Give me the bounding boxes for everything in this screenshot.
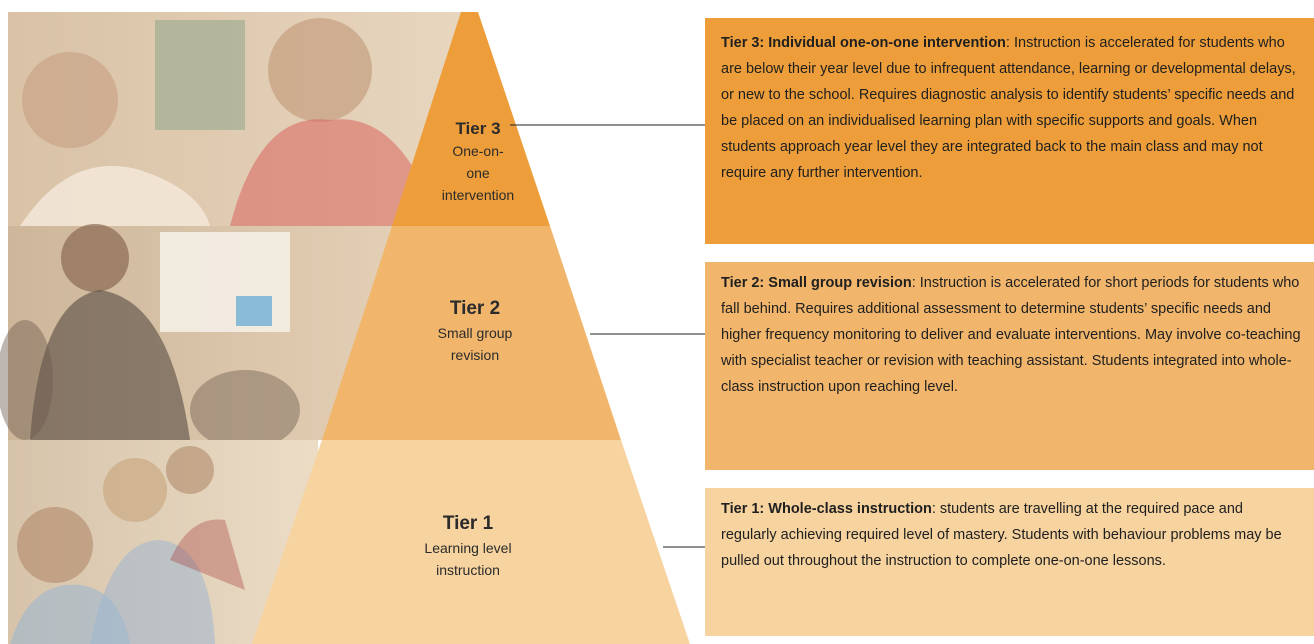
photo-middle	[0, 224, 396, 450]
tier-2-body: : Instruction is accelerated for short p…	[721, 275, 1301, 395]
box-tier-3-bg	[705, 18, 1314, 244]
photo-top	[8, 12, 478, 226]
tier-1-sub-line-1: Learning level	[424, 540, 512, 556]
description-box-tier-2: Tier 2: Small group revision: Instructio…	[705, 262, 1314, 470]
tier-3-name: Tier 3	[455, 119, 501, 138]
tier-1-heading: Tier 1: Whole-class instruction	[721, 501, 932, 517]
tier-3-sub-line-3: intervention	[441, 187, 515, 203]
tier-3-sub-line-2: one	[466, 165, 490, 181]
tier-2-sub-line-1: Small group	[437, 325, 513, 341]
tier-2-heading: Tier 2: Small group revision	[721, 275, 912, 291]
pyramid-tier-1	[252, 440, 690, 644]
pyramid-tier-2	[322, 226, 621, 440]
tier-1-name: Tier 1	[442, 513, 494, 534]
tier-2-label: Tier 2 Small group revision	[405, 296, 545, 366]
tier-3-body: : Instruction is accelerated for student…	[721, 35, 1296, 181]
tier-1-body: : students are travelling at the require…	[721, 501, 1282, 569]
pyramid-tier-3	[392, 12, 550, 226]
tier-3-label: Tier 3 One-on- one intervention	[428, 118, 528, 206]
photo-bottom	[8, 440, 318, 644]
tier-3-heading: Tier 3: Individual one-on-one interventi…	[721, 35, 1006, 51]
description-box-tier-1: Tier 1: Whole-class instruction: student…	[705, 488, 1314, 636]
box-tier-2-bg	[705, 262, 1314, 470]
tier-1-sub-line-2: instruction	[436, 562, 500, 578]
tier-3-sub-line-1: One-on-	[452, 143, 504, 159]
tier-2-sub-line-2: revision	[450, 347, 500, 363]
description-box-tier-3: Tier 3: Individual one-on-one interventi…	[705, 18, 1314, 244]
box-tier-1-bg	[705, 488, 1314, 636]
tier-1-label: Tier 1 Learning level instruction	[393, 511, 543, 581]
tier-2-name: Tier 2	[449, 298, 501, 319]
